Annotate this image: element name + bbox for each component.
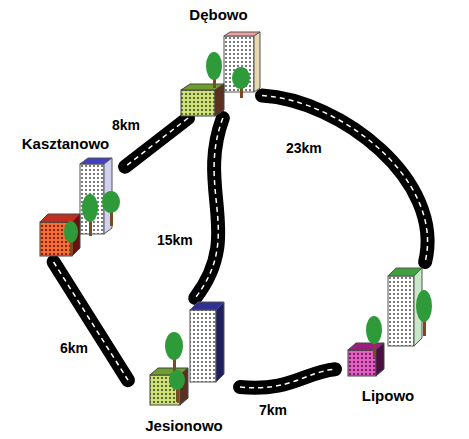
road-surface <box>195 118 223 298</box>
town-name: Dębowo <box>187 6 249 24</box>
road <box>195 118 223 298</box>
building-group <box>348 268 432 376</box>
road-marking <box>240 369 335 388</box>
building-group <box>40 158 120 256</box>
distance-label: 6km <box>58 340 90 356</box>
road <box>262 96 428 262</box>
building-group <box>181 32 260 116</box>
road <box>240 369 335 388</box>
road <box>54 262 128 380</box>
town-name: Lipowo <box>360 387 417 405</box>
town-name: Jesionowo <box>143 417 225 435</box>
road-marking <box>195 118 223 298</box>
distance-label: 8km <box>110 117 142 133</box>
distance-label: 7km <box>257 402 289 418</box>
town: Jesionowo <box>128 298 240 435</box>
town: Kasztanowo <box>6 135 125 262</box>
road-marking <box>54 262 128 380</box>
town: Dębowo <box>175 6 262 118</box>
town: Lipowo <box>335 262 441 405</box>
distance-label: 15km <box>155 232 195 248</box>
road-surface <box>54 262 128 380</box>
road-surface <box>262 96 428 262</box>
distance-label: 23km <box>284 140 324 156</box>
town-name: Kasztanowo <box>20 135 112 153</box>
road-surface <box>240 369 335 388</box>
road-marking <box>262 96 428 262</box>
building-group <box>150 302 224 405</box>
